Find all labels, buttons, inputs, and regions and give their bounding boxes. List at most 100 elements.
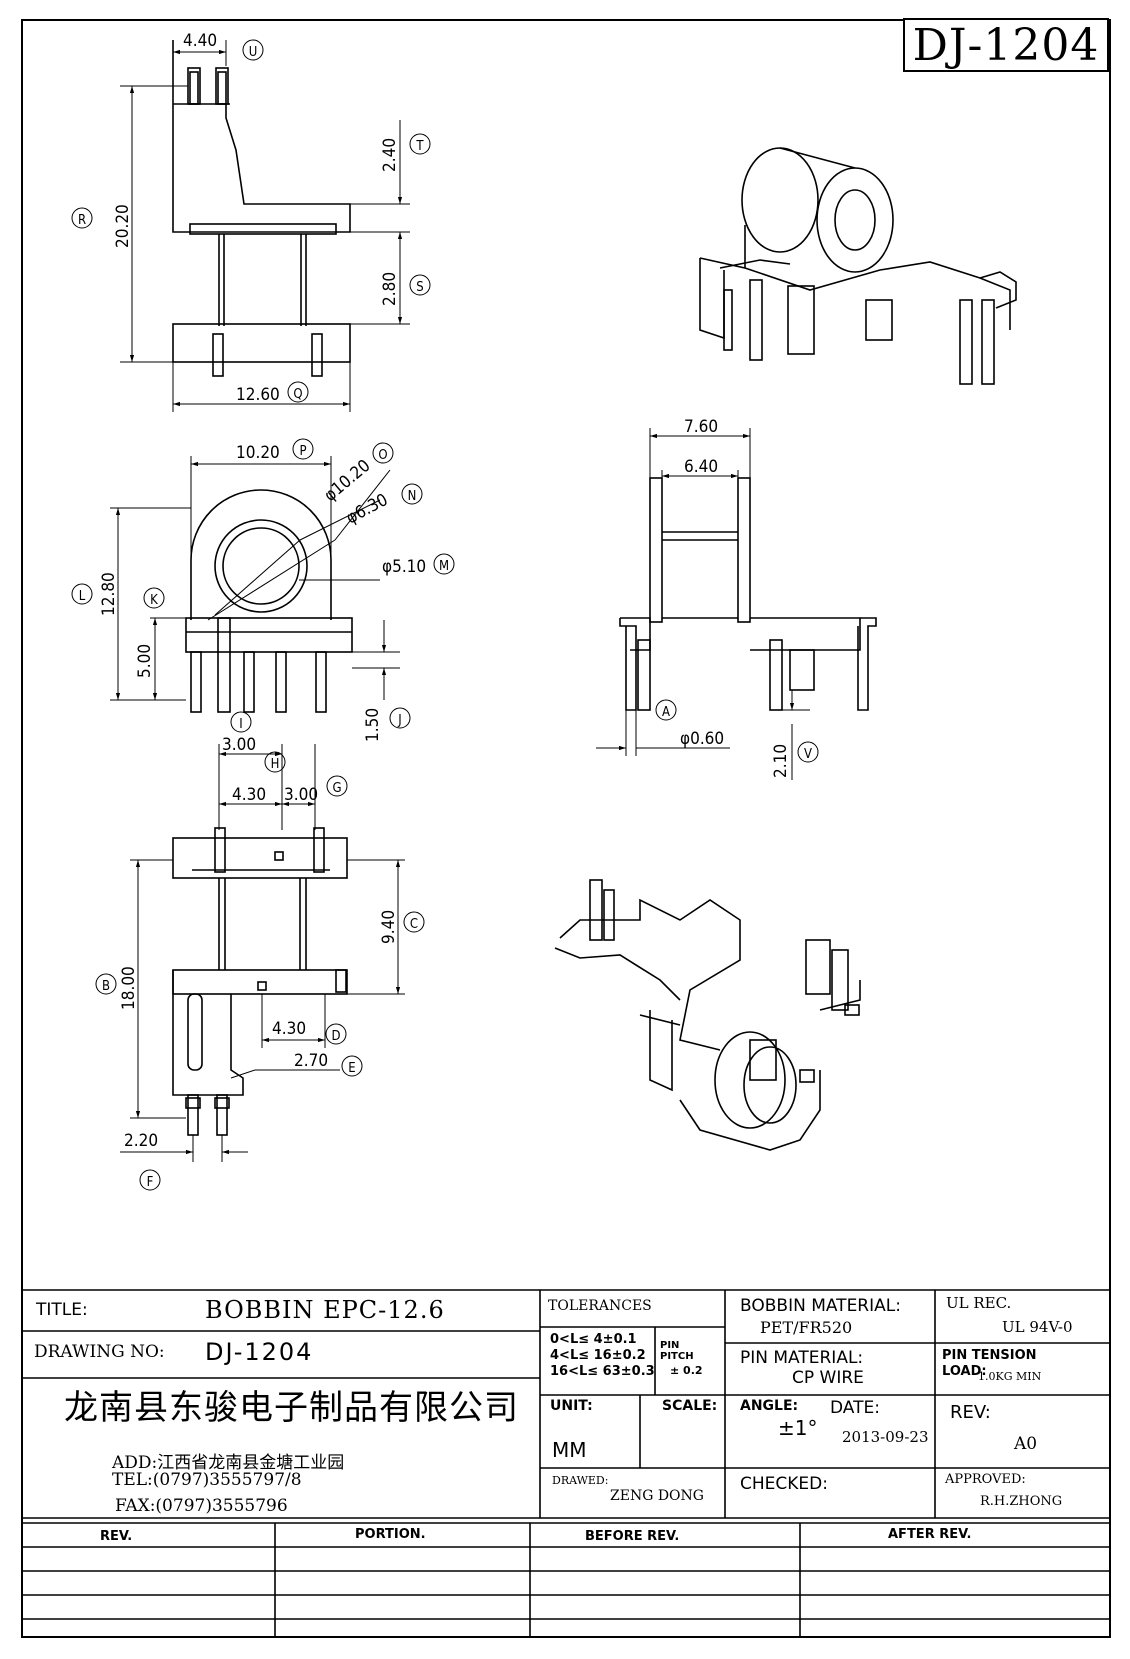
dim-v-value: 2.10	[771, 744, 791, 778]
svg-text:H: H	[271, 757, 280, 772]
side-view-dims	[120, 40, 410, 412]
drawing-code: DJ-1204	[912, 19, 1100, 71]
svg-text:T: T	[415, 139, 424, 154]
dim-k-value: 5.00	[135, 644, 155, 678]
dim-u-value: 4.40	[183, 31, 217, 51]
approved-value: R.H.ZHONG	[980, 1494, 1063, 1509]
bottom-view-dims	[120, 744, 405, 1162]
svg-text:R: R	[78, 213, 86, 228]
svg-text:M: M	[439, 559, 449, 574]
pin-pitch-value: ± 0.2	[670, 1364, 703, 1377]
angle-label: ANGLE:	[740, 1398, 799, 1414]
svg-text:G: G	[332, 781, 341, 796]
callout-o: O	[372, 442, 394, 464]
checked-label: CHECKED:	[740, 1474, 828, 1494]
unit-label: UNIT:	[550, 1398, 593, 1414]
tolerances-label: TOLERANCES	[548, 1298, 652, 1314]
company-address: ADD:江西省龙南县金塘工业园	[112, 1453, 345, 1473]
pin-material-label: PIN MATERIAL:	[740, 1348, 864, 1368]
front-view	[185, 489, 353, 713]
callout-u: U	[242, 39, 264, 61]
front-view-dims	[110, 456, 400, 701]
ul-value: UL 94V-0	[1002, 1318, 1073, 1336]
dim-d-value: 4.30	[272, 1019, 306, 1039]
pin-material-value: CP WIRE	[792, 1368, 864, 1388]
svg-text:A: A	[662, 705, 670, 720]
svg-text:J: J	[397, 713, 401, 728]
dim-h-value: 4.30	[232, 785, 266, 805]
svg-text:V: V	[804, 747, 812, 762]
callout-p: P	[292, 438, 314, 460]
company-fax: FAX:(0797)3555796	[115, 1496, 288, 1516]
callout-e: E	[341, 1055, 363, 1077]
callout-q: Q	[287, 381, 309, 403]
svg-text:U: U	[249, 45, 258, 60]
dimension-labels: 4.40 U 2.40 T 20.20 R 2.80 S 12.60 Q 10.…	[71, 31, 819, 1191]
pin-tension-value: 1.0KG MIN	[978, 1370, 1042, 1383]
callout-t: T	[409, 133, 431, 155]
company-tel: TEL:(0797)3555797/8	[112, 1470, 302, 1490]
dim-n-value: φ6.30	[343, 490, 391, 528]
pin-pitch-label: PIN PITCH	[660, 1340, 694, 1362]
callout-g: G	[326, 775, 348, 797]
bobbin-material-value: PET/FR520	[760, 1318, 853, 1337]
dim-p-value: 10.20	[236, 443, 280, 463]
svg-text:D: D	[331, 1029, 340, 1044]
dim-e-value: 2.70	[294, 1051, 328, 1071]
dim-c-value: 9.40	[379, 910, 399, 944]
rev-value: A0	[1014, 1434, 1038, 1454]
dim-l-value: 12.80	[99, 572, 119, 616]
svg-text:K: K	[150, 593, 158, 608]
ul-label: UL REC.	[946, 1294, 1012, 1312]
drawed-label: DRAWED:	[552, 1474, 609, 1487]
pin-tension-load-label: LOAD:	[942, 1364, 987, 1379]
svg-text:P: P	[299, 444, 306, 459]
dim-end-width-inner: 6.40	[684, 457, 718, 477]
drawing-code-box: DJ-1204	[903, 18, 1109, 72]
title-block-grid	[22, 1289, 1110, 1637]
rev-table-header-before: BEFORE REV.	[585, 1529, 680, 1544]
svg-text:N: N	[408, 489, 417, 504]
drawing-no-label: DRAWING NO:	[34, 1342, 165, 1362]
callout-d: D	[325, 1023, 347, 1045]
rev-table-header-after: AFTER REV.	[888, 1527, 972, 1542]
end-view	[619, 477, 877, 711]
end-view-dims	[596, 428, 810, 780]
callout-i: I	[230, 711, 252, 733]
rev-table-header-portion: PORTION.	[355, 1527, 426, 1542]
date-label: DATE:	[830, 1398, 880, 1418]
dim-i-value: 3.00	[222, 735, 256, 755]
isometric-bottom	[554, 879, 861, 1151]
callout-j: J	[389, 707, 411, 729]
svg-text:B: B	[102, 979, 110, 994]
dim-q-value: 12.60	[236, 385, 280, 405]
scale-label: SCALE:	[662, 1398, 718, 1414]
svg-text:L: L	[79, 589, 86, 604]
company-name: 龙南县东骏电子制品有限公司	[64, 1388, 519, 1428]
title-value: BOBBIN EPC-12.6	[205, 1296, 445, 1324]
dim-g-value: 3.00	[284, 785, 318, 805]
dim-f-value: 2.20	[124, 1131, 158, 1151]
callout-r: R	[71, 207, 93, 229]
dim-r-value: 20.20	[113, 204, 133, 248]
rev-label: REV:	[950, 1402, 991, 1423]
svg-text:F: F	[147, 1175, 154, 1190]
rev-table-header-rev: REV.	[100, 1529, 133, 1544]
callout-s: S	[409, 274, 431, 296]
callout-v: V	[797, 741, 819, 763]
callout-m: M	[433, 553, 455, 575]
callout-n: N	[401, 483, 423, 505]
dim-s-value: 2.80	[380, 272, 400, 306]
isometric-top	[699, 147, 1017, 385]
svg-text:Q: Q	[293, 387, 302, 402]
callout-a: A	[655, 699, 677, 721]
callout-h: H	[264, 751, 286, 773]
callout-b: B	[95, 973, 117, 995]
unit-value: MM	[552, 1438, 587, 1462]
approved-label: APPROVED:	[945, 1472, 1026, 1487]
title-label: TITLE:	[36, 1300, 88, 1320]
dim-b-value: 18.00	[119, 966, 139, 1010]
svg-text:S: S	[416, 280, 423, 295]
dim-t-value: 2.40	[380, 138, 400, 172]
